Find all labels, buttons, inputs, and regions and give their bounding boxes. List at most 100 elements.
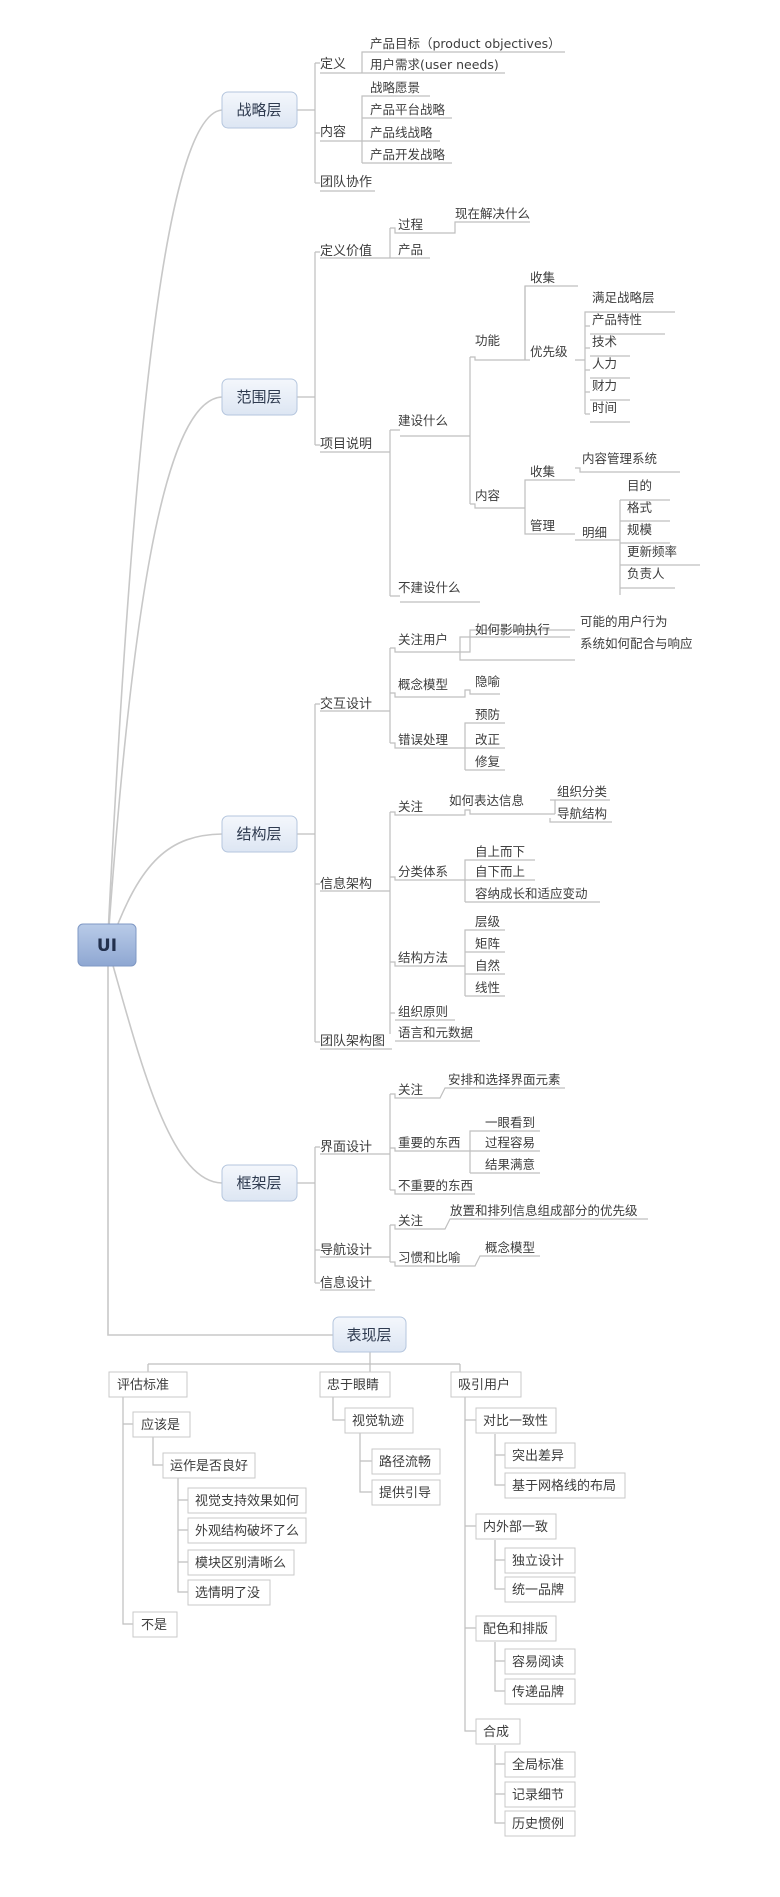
svg-text:范围层: 范围层	[236, 388, 281, 406]
node-cms: 内容管理系统	[582, 451, 657, 466]
svg-text:战略层: 战略层	[236, 101, 281, 119]
node-system-response: 系统如何配合与响应	[580, 636, 693, 651]
node-information-architecture: 信息架构	[320, 876, 372, 892]
node-error-prevent: 预防	[475, 707, 500, 722]
node-detail-frequency: 更新频率	[627, 544, 677, 559]
node-product-objectives: 产品目标（product objectives）	[370, 36, 561, 51]
node-focus-user: 关注用户	[398, 632, 448, 647]
node-user-behavior: 可能的用户行为	[580, 614, 668, 629]
node-error-correct: 改正	[475, 732, 500, 747]
node-product-dev-strategy: 产品开发战略	[370, 147, 446, 162]
node-priority-features: 产品特性	[592, 312, 642, 327]
root-label: UI	[97, 936, 117, 956]
node-navigation-design: 导航设计	[320, 1242, 372, 1258]
node-unimportant: 不重要的东西	[398, 1178, 473, 1193]
skeleton-node[interactable]: 框架层	[221, 1164, 298, 1202]
node-visual-track: 视觉轨迹	[352, 1414, 404, 1429]
node-detail-owner: 负责人	[627, 566, 665, 581]
node-works-well: 运作是否良好	[170, 1458, 248, 1474]
node-team-collaboration: 团队协作	[320, 175, 372, 190]
branch-strategy: 战略层 定义 产品目标（product objectives） 用户需求(use…	[221, 36, 565, 192]
node-current-problem: 现在解决什么	[455, 206, 530, 221]
node-ui-focus: 关注	[398, 1082, 424, 1097]
scope-node[interactable]: 范围层	[221, 378, 298, 416]
node-unified-brand: 统一品牌	[512, 1582, 564, 1598]
node-content-collect: 收集	[530, 464, 556, 479]
node-bottom-up: 自下而上	[475, 864, 525, 879]
root-node[interactable]: UI	[77, 923, 137, 967]
node-ia-focus: 关注	[398, 799, 424, 814]
node-organic: 自然	[475, 958, 500, 973]
node-at-a-glance: 一眼看到	[485, 1115, 535, 1130]
node-how-affect: 如何影响执行	[475, 622, 550, 637]
node-detail-format: 格式	[627, 500, 653, 515]
node-express-info: 如何表达信息	[449, 793, 524, 808]
node-attract-users: 吸引用户	[458, 1377, 510, 1393]
node-should-be: 应该是	[141, 1417, 180, 1433]
node-information-design: 信息设计	[320, 1275, 372, 1291]
node-provide-guide: 提供引导	[379, 1485, 431, 1501]
node-evaluation-criteria: 评估标准	[117, 1378, 169, 1393]
node-what-to-build: 建设什么	[398, 413, 448, 428]
node-team-map: 团队架构图	[320, 1034, 385, 1049]
node-module-clear: 模块区别清晰么	[195, 1556, 286, 1571]
node-record-detail: 记录细节	[512, 1788, 564, 1803]
node-interaction-design: 交互设计	[320, 696, 372, 712]
strategy-node[interactable]: 战略层	[221, 91, 298, 129]
node-true-to-eye: 忠于眼睛	[327, 1378, 379, 1393]
node-detail: 明细	[582, 525, 607, 540]
node-interface-design: 界面设计	[320, 1140, 372, 1155]
node-not: 不是	[141, 1618, 167, 1633]
branch-scope: 范围层 定义价值 过程 现在解决什么 产品 项目说明 建设什么 不建设什么 功能…	[221, 206, 700, 603]
node-structure-broken: 外观结构破坏了么	[195, 1524, 299, 1539]
node-visual-support: 视觉支持效果如何	[195, 1493, 299, 1509]
node-priority-strategy: 满足战略层	[592, 290, 655, 305]
node-platform-strategy: 产品平台战略	[370, 102, 446, 117]
node-project-spec: 项目说明	[320, 437, 372, 452]
node-convey-brand: 传递品牌	[512, 1684, 564, 1700]
node-smooth-path: 路径流畅	[379, 1454, 431, 1470]
node-skeleton-concept: 概念模型	[485, 1240, 535, 1255]
node-accommodate-growth: 容纳成长和适应变动	[475, 886, 588, 901]
svg-text:框架层: 框架层	[236, 1174, 281, 1192]
node-color-typography: 配色和排版	[483, 1621, 548, 1637]
node-important: 重要的东西	[398, 1135, 461, 1150]
node-manage: 管理	[530, 518, 556, 533]
node-function: 功能	[475, 333, 501, 348]
node-content: 内容	[475, 488, 500, 503]
branch-surface: 表现层 评估标准 应该是 运作是否良好 视觉支持效果如何 外观结构破坏了么 模块…	[108, 1316, 626, 1837]
node-strategy-content: 内容	[320, 124, 346, 140]
node-product: 产品	[398, 242, 423, 257]
node-highlight-difference: 突出差异	[512, 1448, 564, 1464]
node-grid-layout: 基于网格线的布局	[512, 1478, 616, 1494]
node-priority-tech: 技术	[592, 334, 618, 349]
node-concept-model: 概念模型	[398, 677, 448, 692]
root-connectors	[107, 109, 333, 1336]
structure-node[interactable]: 结构层	[221, 815, 298, 853]
node-option-clear: 选情明了没	[195, 1586, 260, 1601]
node-easy-process: 过程容易	[485, 1135, 535, 1150]
svg-text:结构层: 结构层	[236, 825, 281, 843]
node-priority-finance: 财力	[592, 378, 617, 393]
node-satisfied-result: 结果满意	[485, 1157, 535, 1172]
surface-node[interactable]: 表现层	[332, 1316, 407, 1353]
node-taxonomy: 分类体系	[398, 864, 448, 879]
node-what-not-to-build: 不建设什么	[398, 580, 461, 595]
node-strategy-vision: 战略愿景	[370, 80, 420, 95]
node-org-classify: 组织分类	[557, 784, 608, 799]
node-contrast-consistency: 对比一致性	[483, 1414, 548, 1429]
node-hierarchy: 层级	[475, 914, 501, 929]
node-product-line-strategy: 产品线战略	[370, 125, 433, 140]
svg-text:表现层: 表现层	[346, 1326, 391, 1344]
node-language-metadata: 语言和元数据	[398, 1025, 473, 1040]
node-function-collect: 收集	[530, 270, 556, 285]
node-composition: 合成	[483, 1725, 509, 1740]
node-priority-people: 人力	[592, 356, 617, 371]
node-error-handling: 错误处理	[398, 732, 449, 747]
node-nav-structure: 导航结构	[557, 806, 607, 821]
node-easy-read: 容易阅读	[512, 1654, 564, 1670]
node-priority: 优先级	[530, 344, 568, 359]
node-define-value: 定义价值	[320, 243, 372, 259]
node-linear: 线性	[475, 980, 500, 995]
